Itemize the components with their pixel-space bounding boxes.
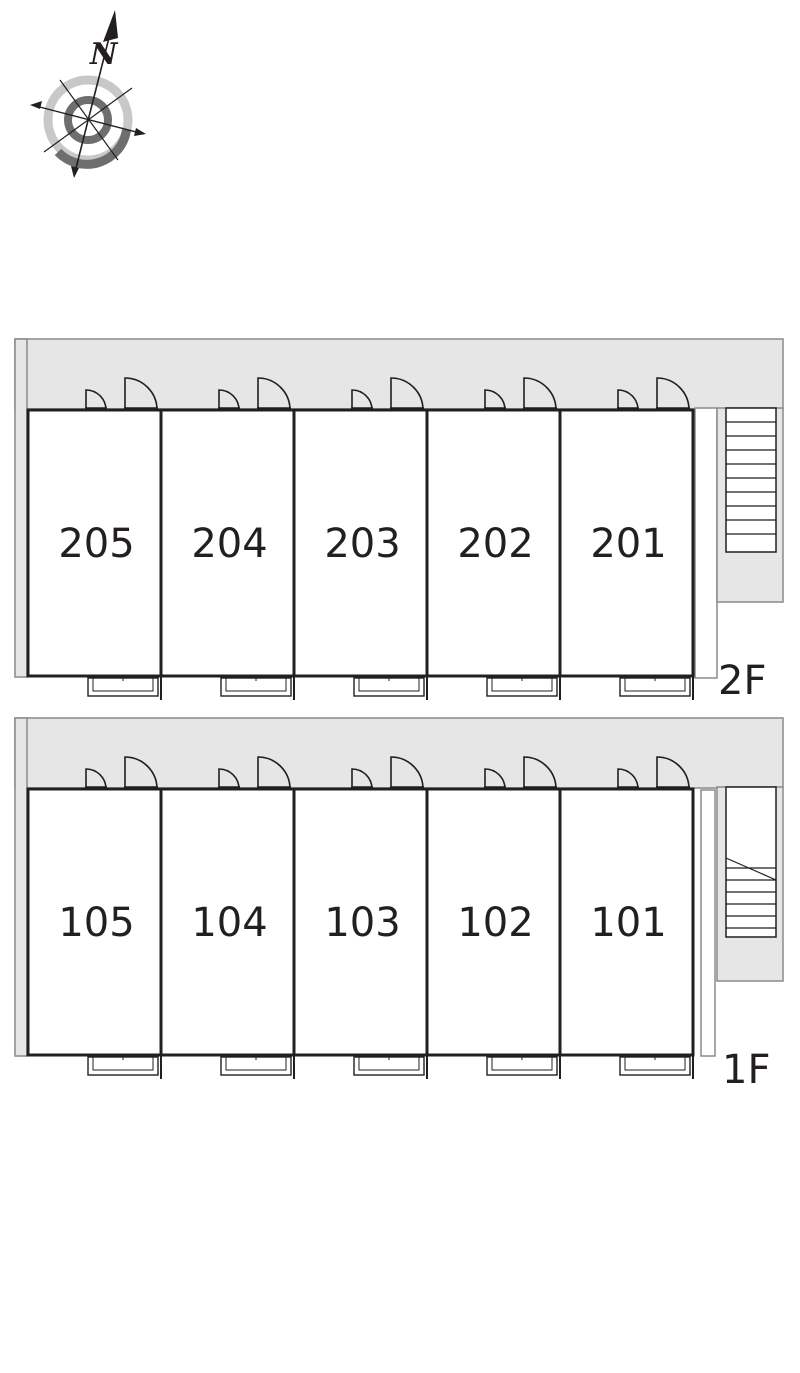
unit-205[interactable]: 205 [26, 377, 163, 700]
north-label: N [89, 37, 119, 72]
balcony [220, 675, 295, 700]
unit-104[interactable]: 104 [159, 756, 296, 1079]
floor-label-1f: 1F [722, 1047, 770, 1093]
side-walkway-1f [14, 717, 28, 1057]
utility-door-icon [218, 768, 240, 790]
unit-outline [292, 787, 429, 1057]
balcony [353, 675, 428, 700]
unit-outline [558, 408, 695, 678]
entrance-door-icon [656, 756, 690, 790]
floor-1f: 105 104 103 102 101 1F [14, 717, 784, 1093]
utility-door-icon [218, 389, 240, 411]
utility-door-icon [484, 768, 506, 790]
unit-outline [558, 787, 695, 1057]
unit-number-label: 101 [590, 900, 666, 946]
balcony [87, 1054, 162, 1079]
staircase-2f [725, 407, 777, 553]
entrance-door-icon [523, 377, 557, 411]
balcony [87, 675, 162, 700]
balcony [619, 675, 694, 700]
staircase-1f [725, 786, 777, 938]
utility-door-icon [85, 389, 107, 411]
unit-number-label: 202 [457, 521, 533, 567]
entrance-door-icon [124, 756, 158, 790]
utility-door-icon [617, 389, 639, 411]
unit-outline [26, 787, 163, 1057]
unit-number-label: 203 [324, 521, 400, 567]
balcony [353, 1054, 428, 1079]
unit-204[interactable]: 204 [159, 377, 296, 700]
unit-outline [26, 408, 163, 678]
unit-102[interactable]: 102 [425, 756, 562, 1079]
railing-1f [700, 789, 716, 1057]
entrance-door-icon [257, 377, 291, 411]
unit-number-label: 204 [191, 521, 267, 567]
unit-number-label: 105 [58, 900, 134, 946]
compass-icon: N [30, 10, 146, 178]
unit-103[interactable]: 103 [292, 756, 429, 1079]
unit-202[interactable]: 202 [425, 377, 562, 700]
unit-105[interactable]: 105 [26, 756, 163, 1079]
floor-2f: 205 204 203 202 201 2F [14, 338, 784, 704]
utility-door-icon [484, 389, 506, 411]
unit-203[interactable]: 203 [292, 377, 429, 700]
unit-101[interactable]: 101 [558, 756, 695, 1079]
entrance-door-icon [656, 377, 690, 411]
entrance-door-icon [124, 377, 158, 411]
unit-outline [425, 408, 562, 678]
railing-2f [694, 407, 718, 679]
unit-number-label: 201 [590, 521, 666, 567]
unit-number-label: 104 [191, 900, 267, 946]
entrance-door-icon [390, 377, 424, 411]
unit-outline [292, 408, 429, 678]
utility-door-icon [351, 768, 373, 790]
unit-201[interactable]: 201 [558, 377, 695, 700]
entrance-door-icon [390, 756, 424, 790]
corridor-2f [14, 338, 784, 410]
balcony [486, 1054, 561, 1079]
unit-number-label: 205 [58, 521, 134, 567]
floor-label-2f: 2F [718, 658, 766, 704]
entrance-door-icon [523, 756, 557, 790]
utility-door-icon [351, 389, 373, 411]
balcony [486, 675, 561, 700]
balcony [619, 1054, 694, 1079]
unit-outline [159, 787, 296, 1057]
unit-number-label: 102 [457, 900, 533, 946]
unit-number-label: 103 [324, 900, 400, 946]
entrance-door-icon [257, 756, 291, 790]
corridor-1f [14, 717, 784, 789]
balcony [220, 1054, 295, 1079]
utility-door-icon [85, 768, 107, 790]
utility-door-icon [617, 768, 639, 790]
side-walkway-2f [14, 338, 28, 678]
